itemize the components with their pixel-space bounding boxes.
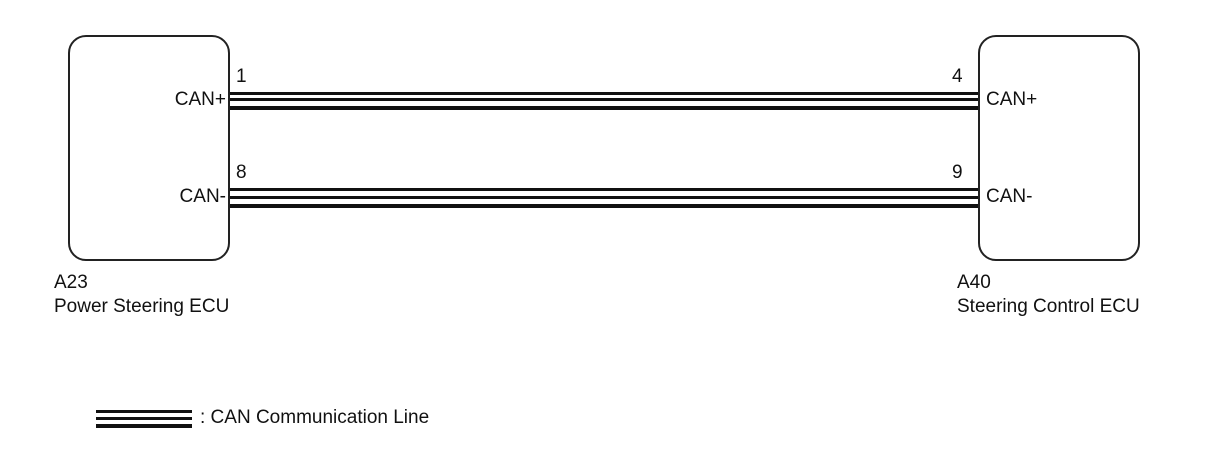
right-ecu-name: Steering Control ECU xyxy=(957,296,1140,317)
steering-control-ecu-box xyxy=(978,35,1140,261)
left-pin-can-high-label: CAN+ xyxy=(174,89,226,110)
left-connector-code: A23 xyxy=(54,272,88,293)
right-pin-9-number: 9 xyxy=(952,162,963,183)
can-low-line xyxy=(230,188,978,208)
left-ecu-name: Power Steering ECU xyxy=(54,296,230,317)
can-high-line xyxy=(230,92,978,110)
right-pin-can-low-label: CAN- xyxy=(986,186,1033,207)
legend-label: : CAN Communication Line xyxy=(200,407,430,428)
right-pin-4-number: 4 xyxy=(952,66,963,87)
power-steering-ecu-box xyxy=(68,35,230,261)
legend-can-line-swatch xyxy=(96,410,192,428)
left-pin-1-number: 1 xyxy=(236,66,247,87)
left-pin-8-number: 8 xyxy=(236,162,247,183)
right-pin-can-high-label: CAN+ xyxy=(986,89,1038,110)
left-pin-can-low-label: CAN- xyxy=(179,186,226,207)
right-connector-code: A40 xyxy=(957,272,991,293)
